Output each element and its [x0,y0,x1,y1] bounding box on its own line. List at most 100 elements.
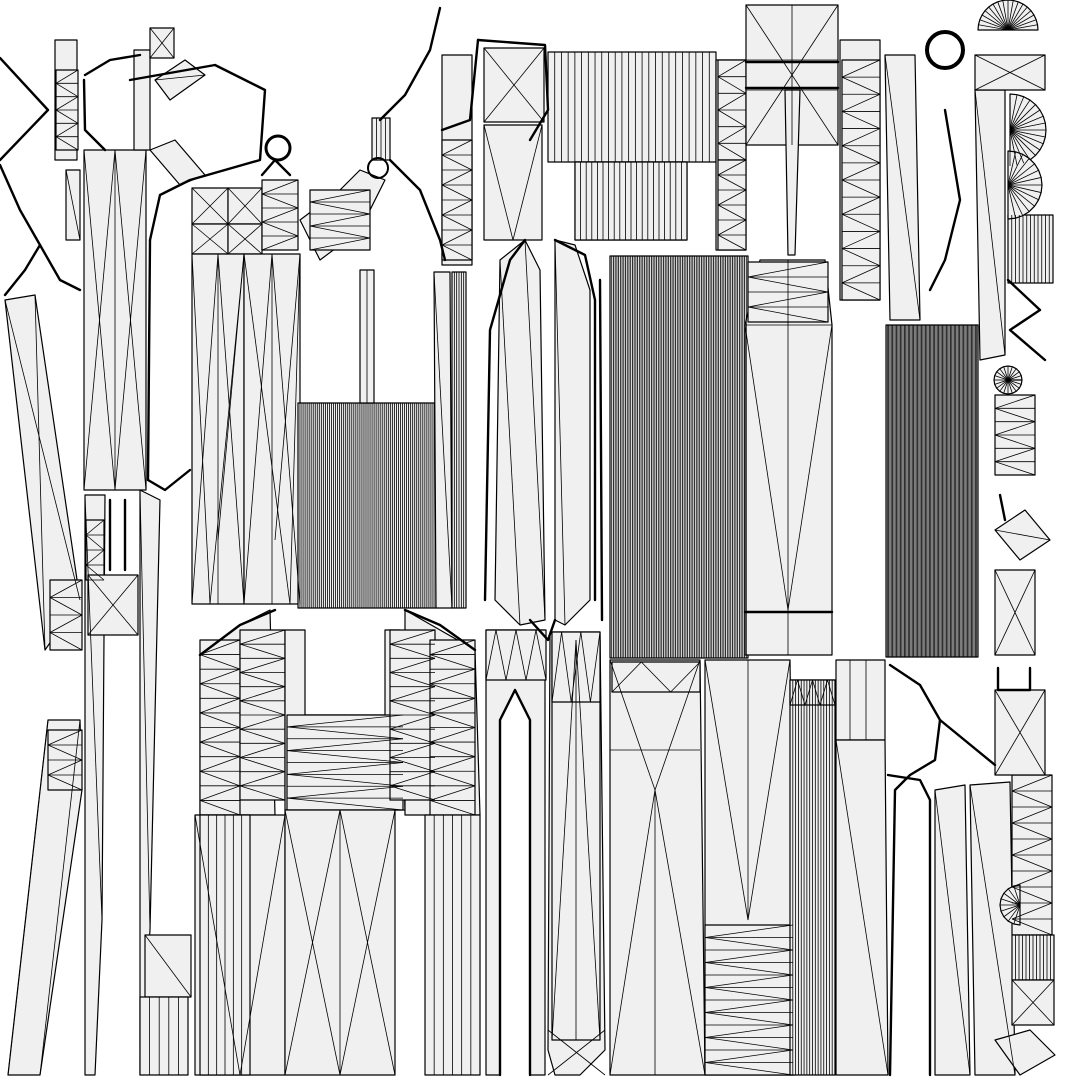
radial-edge [1007,904,1021,922]
zig-edge [429,639,476,655]
uv-edges-group [4,0,1055,1076]
radial-edge [996,379,1009,389]
radial-edge [1007,1,1019,31]
zig-edge [429,785,476,801]
zig-edge [747,261,829,278]
zig-edge [261,235,299,251]
radial-edge [1009,129,1046,138]
island-arch [485,629,546,1076]
zig-edge [389,686,436,702]
seam-left-arm [0,163,42,297]
zig-edge [1011,918,1053,936]
uv-edge [87,574,139,636]
zig-edge [717,234,747,251]
zig-edge [389,785,436,801]
zig-edge [55,109,79,124]
uv-edge [154,74,206,81]
radial-edge [1007,184,1042,193]
zig-edge [429,668,476,685]
zig-edge [797,679,806,706]
radial-edge [1007,24,1038,31]
zig-edge [309,213,371,227]
zig-edge [429,741,476,758]
radial-edge [984,10,1009,31]
radial-edge [1009,104,1036,131]
radial-edge [1007,169,1039,186]
radial-edge [1007,366,1013,381]
radial-edge [988,6,1009,31]
seam-left-arm-b [38,243,82,292]
radial-edge [1009,129,1041,151]
seam-ring-hook [260,158,292,177]
ring-arm [367,157,389,179]
radial-edge [1009,115,1044,131]
zig-edge [717,159,747,176]
radial-edge [1007,0,1014,31]
radial-edge [1013,904,1021,925]
uv-edge [84,494,103,921]
zig-edge [704,949,794,963]
zig-edge [570,631,582,703]
zig-edge [55,96,79,111]
seam-bottom-right-link [938,718,997,767]
diag-edge [227,223,263,255]
uv-edge [243,253,291,605]
zig-edge [429,756,476,772]
seam-arch-inner [498,688,532,1077]
radial-edge [978,24,1009,31]
zig-edge [199,697,241,714]
seam-left-top [0,56,50,162]
uv-edge [994,689,1046,776]
zig-edge [641,661,671,693]
radial-edge [981,14,1009,31]
uv-edge [499,259,521,626]
radial-edge [994,375,1009,381]
zig-edge [429,654,476,670]
zig-edge [429,712,476,728]
radial-edge [1009,109,1041,131]
uv-edge [65,169,81,241]
zig-edge [441,199,473,216]
seam-wing-left [198,608,277,657]
radial-edge [999,379,1009,392]
seam-top-arc-b [82,78,107,152]
fan-edge [217,253,245,605]
zig-edge [309,201,371,215]
island-top-small [133,49,151,151]
zig-edge [441,229,473,246]
zig-edge [286,726,404,740]
zig-edge [717,59,747,78]
island-strip-g [139,996,189,1076]
zig-edge [441,169,473,186]
uv-edge [149,27,175,59]
seam-wing-right [403,608,477,652]
zig-edge [199,785,241,801]
zig-edge [441,214,473,231]
uv-edge [83,149,116,491]
zig-edge [286,738,404,752]
radial-edge [1009,94,1018,131]
zig-edge [841,282,881,301]
zig-edge [1011,870,1053,888]
uv-edge [974,89,1006,356]
radial-edge [1000,898,1021,906]
seam-arm-right [388,158,447,262]
zig-edge [841,59,881,78]
zig-edge [441,184,473,201]
diag-edge [191,187,229,225]
zig-edge [717,219,747,236]
seam-right-hook [928,108,962,292]
diag-edge [227,187,263,225]
zig-edge [49,614,83,633]
zig-edge [239,657,286,673]
uv-edge [433,271,453,609]
radial-edge [1009,129,1031,161]
zig-edge [441,139,473,156]
zig-edge [239,757,286,773]
zig-edge [841,111,881,129]
uv-edge [194,814,241,1076]
zig-edge [580,631,591,703]
seam-bottom-right-u [996,666,1032,692]
zig-edge [717,204,747,221]
zig-edge [841,145,881,164]
